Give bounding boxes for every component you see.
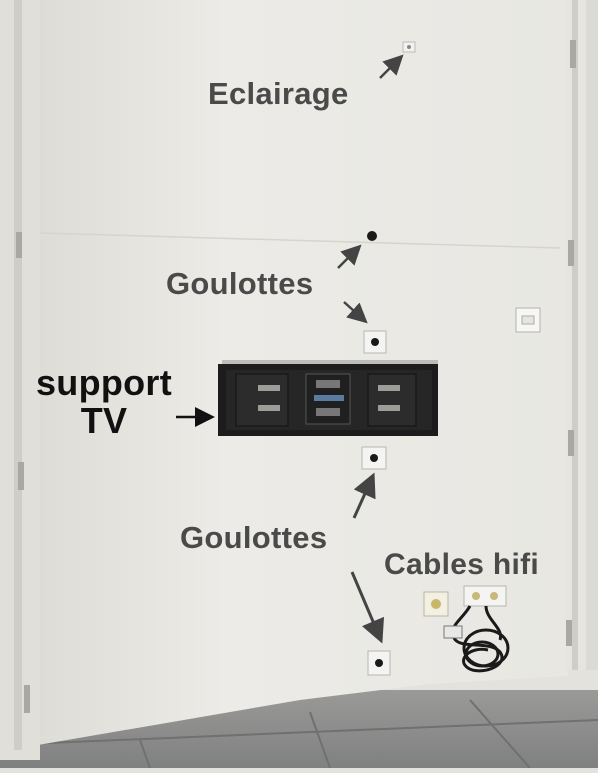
arrow-conduit-top-up: [337, 244, 362, 269]
light-switch: [515, 307, 541, 333]
annotation-arrows: [176, 54, 404, 644]
label-tv-support: support TV: [20, 364, 188, 440]
conduit-box-lower: [361, 446, 387, 470]
label-tv-support-line2: TV: [80, 400, 128, 441]
arrow-conduit-bottom-up: [352, 472, 376, 519]
label-conduits-bottom: Goulottes: [180, 520, 328, 555]
conduit-box-upper: [363, 330, 387, 354]
right-door-frame: [566, 0, 598, 670]
conduit-box-floor: [367, 650, 391, 676]
label-tv-support-line1: support: [35, 362, 173, 403]
ceiling-light-outlet: [402, 41, 416, 53]
hifi-cables-coil: [443, 605, 510, 673]
left-door-frame: [0, 0, 40, 760]
conduit-hole-top: [367, 231, 377, 241]
wall-seam: [39, 232, 561, 249]
label-hifi-cables: Cables hifi: [384, 548, 539, 581]
label-lighting: Eclairage: [208, 76, 349, 111]
arrow-conduit-bottom-down: [350, 571, 385, 644]
arrow-conduit-top-down: [343, 301, 368, 324]
label-conduits-top: Goulottes: [166, 266, 314, 301]
wall-socket-double: [463, 585, 507, 607]
arrow-lighting: [379, 54, 404, 79]
wall-socket-tv: [423, 591, 449, 617]
tv-wall-bracket: [218, 360, 438, 436]
